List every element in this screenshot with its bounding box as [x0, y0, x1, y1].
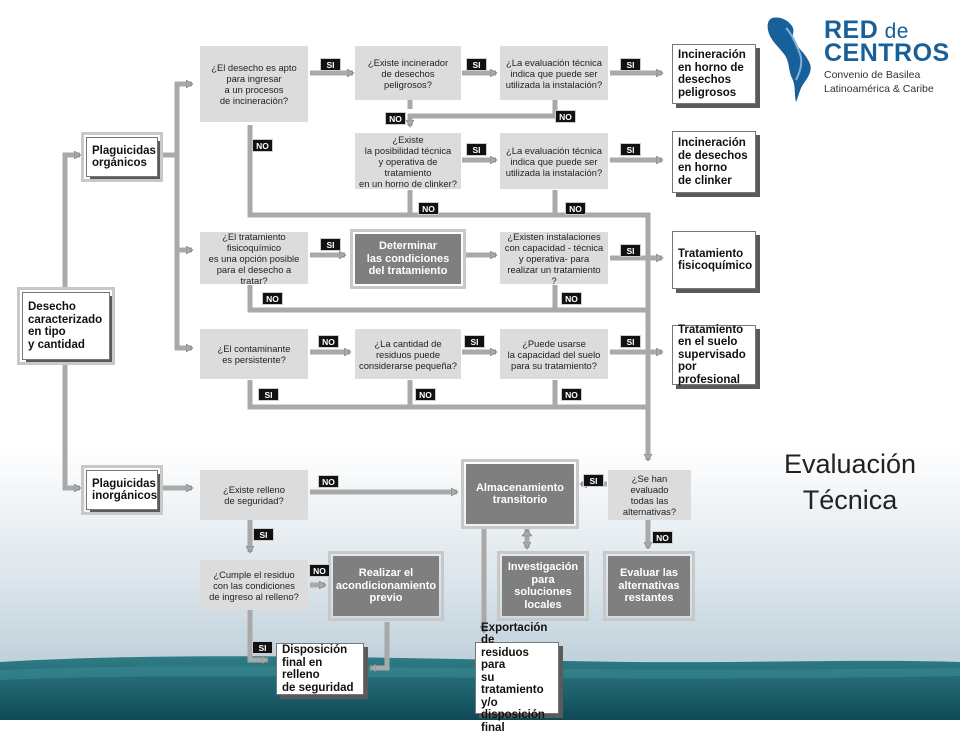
tag-no: NO	[561, 388, 582, 401]
tag-no: NO	[415, 388, 436, 401]
logo-line-1: RED de	[824, 16, 909, 44]
tag-no: NO	[318, 475, 339, 488]
question-incineration-apt: ¿El desecho es apto para ingresar a un p…	[200, 46, 308, 122]
tag-no: NO	[309, 564, 330, 577]
logo-line-4: Latinoamérica & Caribe	[824, 83, 934, 95]
tag-no: NO	[652, 531, 673, 544]
question-landfill-conditions: ¿Cumple el residuo con las condiciones d…	[200, 560, 308, 610]
tag-si: SI	[620, 335, 641, 348]
start-box: Desecho caracterizado en tipo y cantidad	[17, 287, 115, 365]
question-soil-capacity: ¿Puede usarse la capacidad del suelo par…	[500, 329, 608, 379]
tag-si: SI	[466, 58, 487, 71]
tag-si: SI	[320, 58, 341, 71]
tag-no: NO	[262, 292, 283, 305]
americas-map-icon	[767, 17, 811, 103]
action-evaluate-remaining: Evaluar las alternativas restantes	[603, 551, 695, 621]
result-clinker-incineration: Incineración de desechos en horno de cli…	[672, 131, 756, 193]
tag-si: SI	[583, 474, 604, 487]
question-landfill-exists: ¿Existe relleno de seguridad?	[200, 470, 308, 520]
question-evaluation-1: ¿La evaluación técnica indica que puede …	[500, 46, 608, 100]
result-soil-treatment: Tratamiento en el suelo supervisado por …	[672, 324, 756, 386]
tag-si: SI	[320, 238, 341, 251]
action-determine-conditions: Determinar las condiciones del tratamien…	[350, 229, 466, 289]
action-temporary-storage: Almacenamiento transitorio	[461, 459, 579, 529]
tag-no: NO	[565, 202, 586, 215]
tag-no: NO	[418, 202, 439, 215]
question-all-evaluated: ¿Se han evaluado todas las alternativas?	[608, 470, 691, 520]
action-local-research: Investigación para soluciones locales	[497, 551, 589, 621]
result-hazardous-incineration: Incineración en horno de desechos peligr…	[672, 44, 756, 104]
tag-no: NO	[318, 335, 339, 348]
question-evaluation-2: ¿La evaluación técnica indica que puede …	[500, 133, 608, 189]
tag-no: NO	[385, 112, 406, 125]
result-export: Exportación de residuos para su tratamie…	[475, 622, 559, 734]
tag-no: NO	[555, 110, 576, 123]
question-clinker: ¿Existe la posibilidad técnica y operati…	[355, 133, 461, 189]
tag-si: SI	[464, 335, 485, 348]
logo-line-3: Convenio de Basilea	[824, 69, 921, 81]
tag-si: SI	[252, 641, 273, 654]
tag-no: NO	[252, 139, 273, 152]
logo-line-2: CENTROS	[824, 39, 950, 67]
tag-si: SI	[620, 143, 641, 156]
question-installations: ¿Existen instalaciones con capacidad - t…	[500, 231, 608, 286]
tag-si: SI	[466, 143, 487, 156]
question-small-quantity: ¿La cantidad de residuos puede considera…	[355, 329, 461, 379]
result-landfill-disposal: Disposición final en relleno de segurida…	[276, 643, 364, 695]
tag-si: SI	[620, 58, 641, 71]
tag-si: SI	[253, 528, 274, 541]
inorganic-pesticides-box: Plaguicidas inorgánicos	[81, 465, 163, 515]
organic-pesticides-box: Plaguicidas orgánicos	[81, 132, 163, 182]
result-physicochemical: Tratamiento fisicoquímico	[672, 231, 756, 289]
tag-no: NO	[561, 292, 582, 305]
action-preconditioning: Realizar el acondicionamiento previo	[328, 551, 444, 621]
page-title: Evaluación Técnica	[783, 449, 917, 515]
question-incinerator-exists: ¿Existe incinerador de desechos peligros…	[355, 46, 461, 100]
red-de-centros-logo: RED de CENTROS Convenio de Basilea Latin…	[766, 14, 951, 104]
tag-si: SI	[620, 244, 641, 257]
question-physicochemical: ¿El tratamiento fisicoquímico es una opc…	[200, 231, 308, 286]
tag-si: SI	[258, 388, 279, 401]
question-persistent: ¿El contaminante es persistente?	[200, 329, 308, 379]
